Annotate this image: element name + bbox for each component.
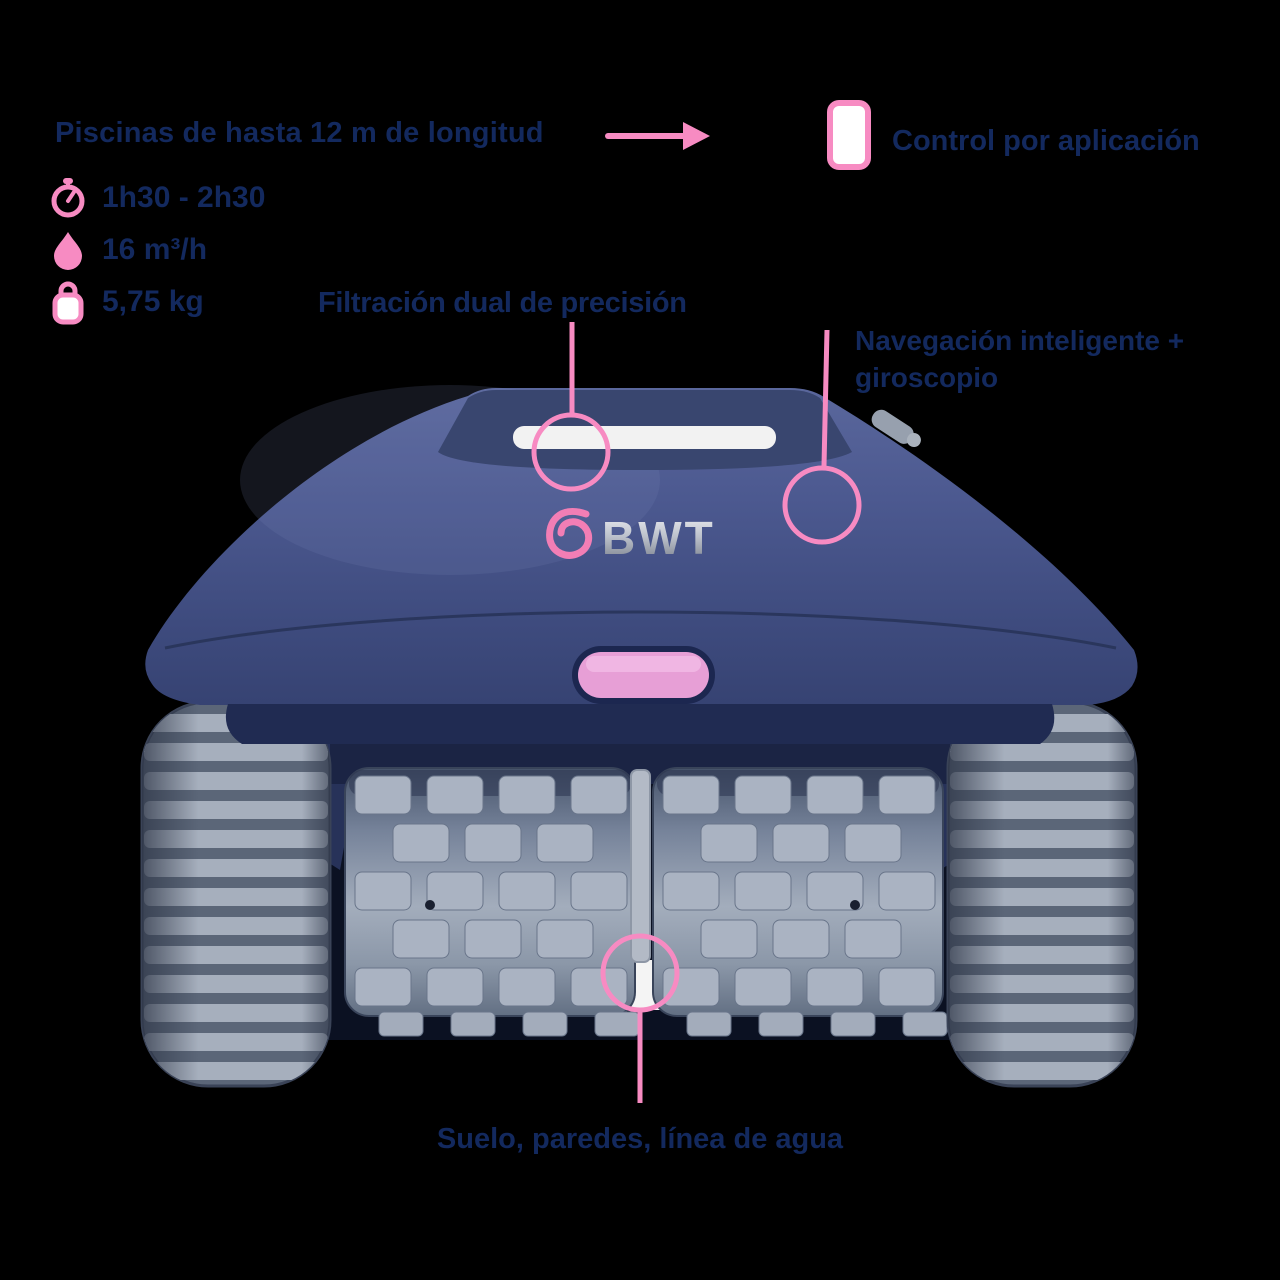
- pool-length-label: Piscinas de hasta 12 m de longitud: [55, 117, 544, 149]
- track-right: [946, 700, 1138, 1088]
- bwt-b-glyph: [546, 508, 593, 559]
- navigation-label: Navegación inteligente + giroscopio: [855, 322, 1184, 396]
- pink-button-highlight: [586, 656, 701, 672]
- spec-weight: 5,75 kg: [48, 280, 204, 325]
- smartphone-icon: [827, 100, 871, 170]
- filtration-label: Filtración dual de precisión: [318, 287, 687, 319]
- weight-value: 5,75 kg: [102, 285, 204, 318]
- brush-roller-left: [344, 767, 640, 1037]
- lid-seam: [164, 610, 1117, 650]
- cable-nub: [871, 409, 921, 448]
- surfaces-callout: [600, 933, 680, 1103]
- navigation-label-line1: Navegación inteligente +: [855, 325, 1185, 356]
- navigation-label-line2: giroscopio: [855, 362, 999, 393]
- app-control-label: Control por aplicación: [892, 125, 1200, 157]
- droplet-icon: [48, 228, 88, 272]
- roller-axle: [630, 769, 651, 963]
- roller-pin-right: [850, 900, 860, 910]
- filtration-callout: [531, 322, 611, 492]
- handle-slot: [513, 426, 776, 449]
- bwt-logo: BWT: [546, 508, 716, 564]
- surfaces-label: Suelo, paredes, línea de agua: [436, 1123, 844, 1155]
- chassis-band: [225, 704, 1055, 744]
- brush-roller-right: [652, 767, 948, 1037]
- spec-flow-rate: 16 m³/h: [48, 228, 207, 272]
- track-left: [140, 700, 332, 1088]
- stopwatch-icon: [48, 176, 88, 220]
- spec-cycle-time: 1h30 - 2h30: [48, 176, 265, 220]
- cycle-time-value: 1h30 - 2h30: [102, 181, 266, 214]
- bwt-wordmark: BWT: [602, 512, 716, 564]
- length-arrow: [605, 122, 710, 150]
- navigation-callout: [782, 329, 862, 545]
- roller-pin-left: [425, 900, 435, 910]
- robot-body: [145, 388, 1138, 705]
- kettlebell-icon: [48, 280, 88, 325]
- flow-rate-value: 16 m³/h: [102, 233, 208, 266]
